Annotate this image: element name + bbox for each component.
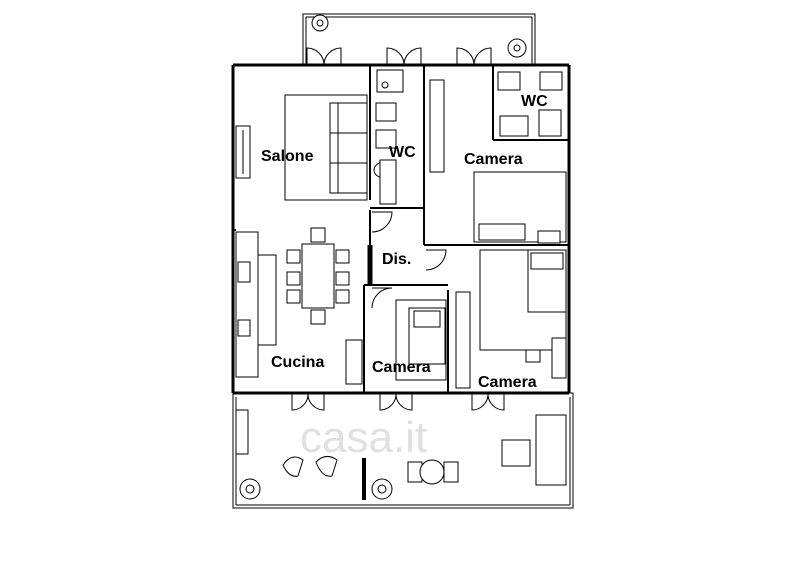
room-label-wc-main: WC xyxy=(389,144,416,161)
tv-cabinet xyxy=(235,125,251,179)
top-terrace xyxy=(302,13,536,67)
room-label-salone: Salone xyxy=(261,148,314,165)
table-icon xyxy=(235,409,567,486)
table-icon xyxy=(286,227,350,325)
room-label-camera-right: Camera xyxy=(478,374,537,391)
watermark: casa.it xyxy=(300,413,427,462)
room-label-cucina: Cucina xyxy=(271,354,324,371)
bed-icon xyxy=(479,249,567,379)
sofa-icon xyxy=(284,94,368,201)
room-label-camera-top: Camera xyxy=(464,151,523,168)
plant-icon xyxy=(239,14,527,500)
toilet-icon xyxy=(373,69,563,205)
room-label-camera-center: Camera xyxy=(372,359,431,376)
kitchen-counter xyxy=(235,231,363,385)
chair-icon xyxy=(282,456,459,483)
interior-walls xyxy=(233,65,569,393)
door-swing-icon xyxy=(291,47,505,411)
bed-icon xyxy=(429,79,567,244)
room-label-dis: Dis. xyxy=(382,251,411,268)
room-label-wc-small: WC xyxy=(521,93,548,110)
bed-icon xyxy=(395,291,471,389)
